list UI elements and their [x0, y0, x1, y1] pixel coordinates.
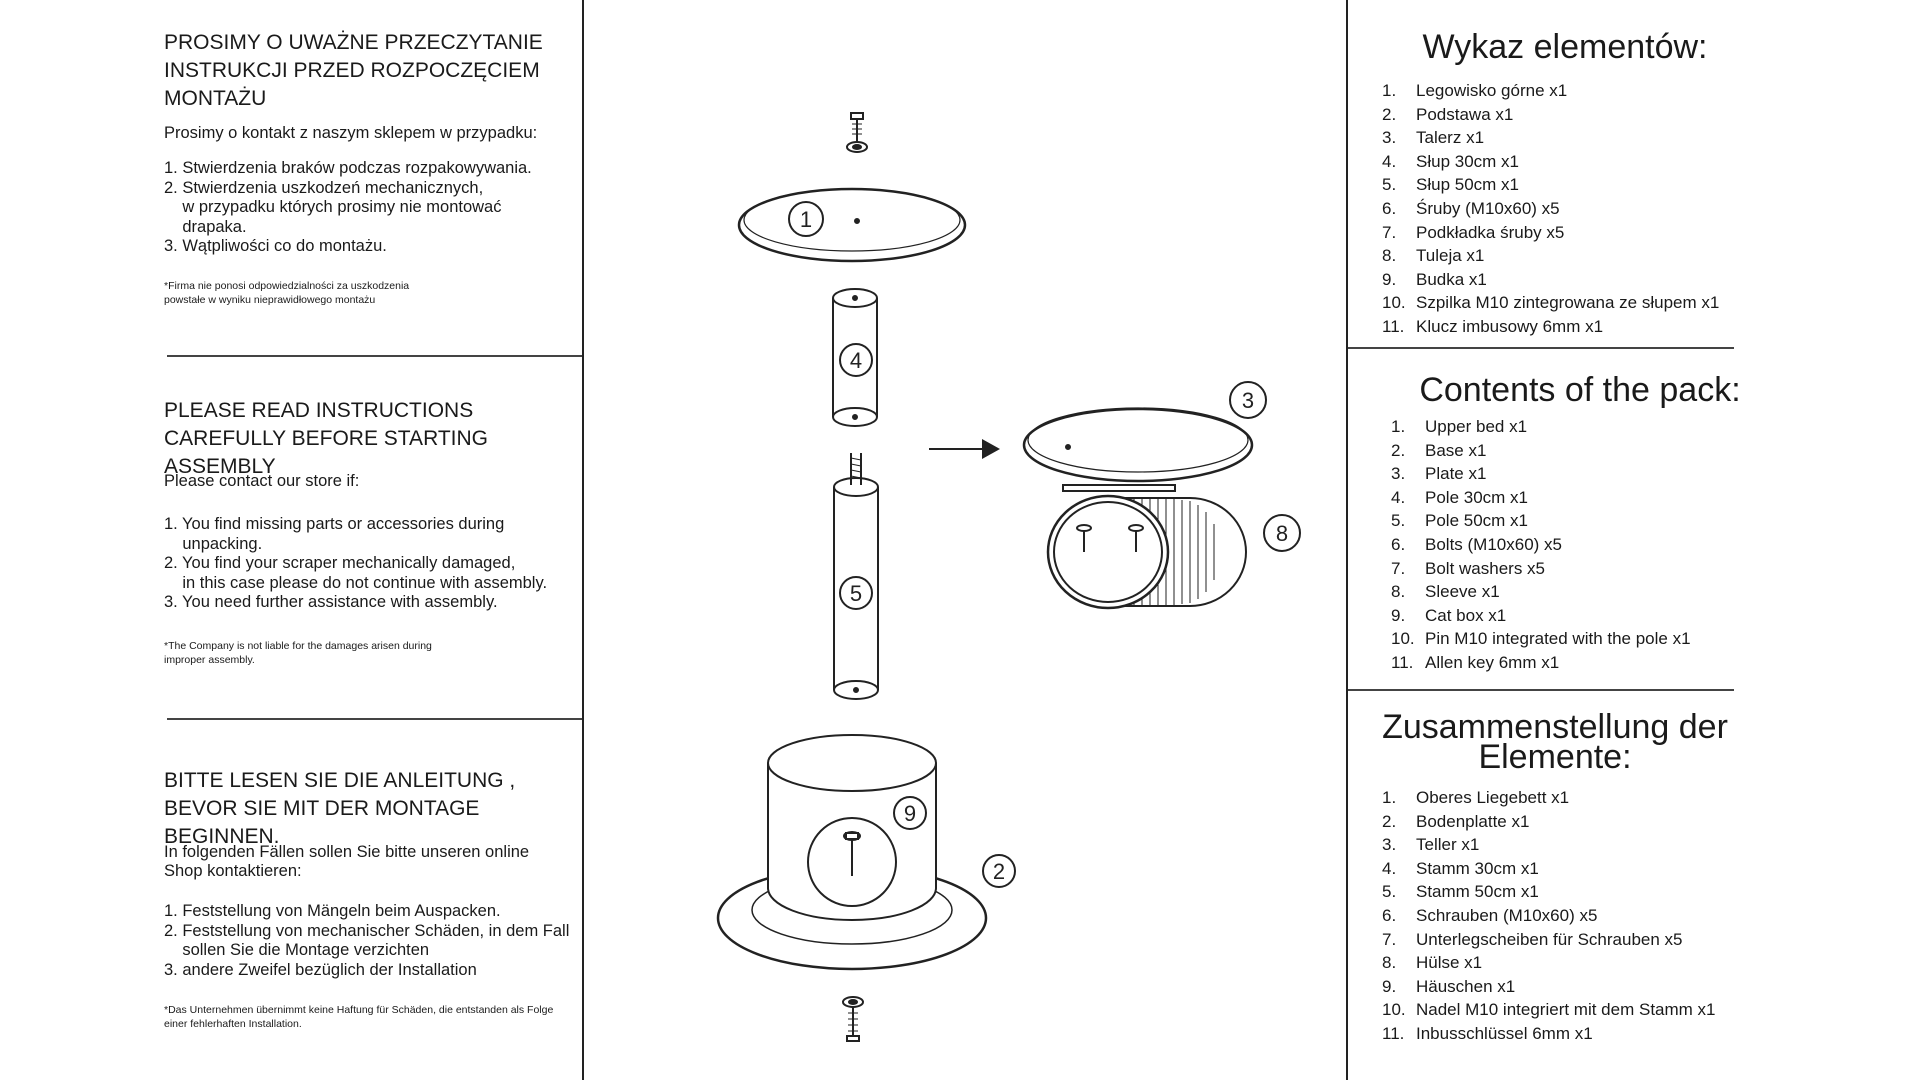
- left-separator-1: [167, 355, 582, 357]
- right-separator-1: [1348, 347, 1734, 349]
- list-item: 11.Inbusschlüssel 6mm x1: [1382, 1023, 1593, 1043]
- label-9: 9: [904, 801, 916, 826]
- top-bolt-icon: [846, 112, 868, 153]
- polish-intro: Prosimy o kontakt z naszym sklepem w prz…: [164, 124, 538, 142]
- list-item: 1. You find missing parts or accessories…: [164, 515, 505, 553]
- list-item: 2. Feststellung von mechanischer Schäden…: [164, 921, 570, 960]
- base-with-cat-box-part: [716, 734, 988, 971]
- upper-bed-part: [737, 187, 967, 263]
- right-divider: [1346, 0, 1348, 1080]
- list-item: 3.Teller x1: [1382, 835, 1480, 855]
- label-circle-8: [1263, 514, 1301, 552]
- list-item: 1.Upper bed x1: [1391, 417, 1528, 436]
- list-item: 3. You need further assistance with asse…: [164, 593, 498, 612]
- list-item: 3. Wątpliwości co do montażu.: [164, 237, 387, 256]
- list-item: 6.Śruby (M10x60) x5: [1382, 198, 1560, 218]
- right-separator-2: [1348, 689, 1734, 691]
- list-item: 11.Allen key 6mm x1: [1391, 652, 1560, 672]
- list-item: 9.Häuschen x1: [1382, 976, 1516, 996]
- polish-note: *Firma nie ponosi odpowiedzialności za u…: [164, 280, 410, 306]
- label-4: 4: [850, 348, 862, 373]
- german-title: BITTE LESEN SIE DIE ANLEITUNG , BEVOR SI…: [164, 769, 516, 848]
- assembly-diagram: 1 4 5 9 2 3 8: [716, 112, 1301, 1042]
- pole-50cm-part: [833, 477, 879, 700]
- pin-icon: [850, 453, 862, 485]
- list-item: 8.Hülse x1: [1382, 953, 1483, 973]
- list-item: 8.Tuleja x1: [1382, 246, 1485, 266]
- parts-items-de: 1.Oberes Liegebett x1 2.Bodenplatte x1 3…: [1382, 786, 1716, 1046]
- label-circle-2: [982, 854, 1016, 888]
- list-item: 4.Pole 30cm x1: [1391, 487, 1528, 507]
- label-5: 5: [850, 581, 862, 606]
- label-1: 1: [800, 207, 812, 232]
- english-list: 1. You find missing parts or accessories…: [164, 515, 604, 613]
- label-circle-3: [1229, 381, 1267, 419]
- list-item: 1.Legowisko górne x1: [1382, 81, 1568, 100]
- left-separator-2: [167, 718, 582, 720]
- list-item: 10.Szpilka M10 zintegrowana ze słupem x1: [1382, 293, 1720, 313]
- english-title: PLEASE READ INSTRUCTIONS CAREFULLY BEFOR…: [164, 399, 489, 478]
- parts-title-de: Zusammenstellung der Elemente:: [1382, 708, 1728, 776]
- label-8: 8: [1276, 521, 1288, 546]
- list-item: 3.Talerz x1: [1382, 128, 1485, 148]
- left-divider: [582, 0, 584, 1080]
- label-2: 2: [993, 859, 1005, 884]
- list-item: 5.Pole 50cm x1: [1391, 511, 1528, 531]
- list-item: 9.Cat box x1: [1391, 605, 1507, 625]
- arrow-right-icon: [929, 439, 1000, 459]
- list-item: 5.Słup 50cm x1: [1382, 175, 1519, 195]
- list-item: 10.Nadel M10 integriert mit dem Stamm x1: [1382, 1000, 1716, 1020]
- list-item: 6.Schrauben (M10x60) x5: [1382, 905, 1598, 925]
- list-item: 9.Budka x1: [1382, 269, 1487, 289]
- list-item: 4.Słup 30cm x1: [1382, 151, 1519, 171]
- list-item: 10.Pin M10 integrated with the pole x1: [1391, 629, 1691, 649]
- label-circle-9: [893, 796, 927, 830]
- label-circle-4: [839, 343, 873, 377]
- list-item: 3. andere Zweifel bezüglich der Installa…: [164, 960, 477, 979]
- sleeve-part: [1046, 484, 1247, 610]
- label-circle-5: [839, 576, 873, 610]
- german-intro: In folgenden Fällen sollen Sie bitte uns…: [164, 843, 530, 880]
- list-item: 5.Stamm 50cm x1: [1382, 882, 1539, 902]
- label-circle-1: [788, 201, 824, 237]
- list-item: 2. You find your scraper mechanically da…: [164, 554, 548, 592]
- list-item: 6.Bolts (M10x60) x5: [1391, 534, 1562, 554]
- parts-items-pl: 1.Legowisko górne x1 2.Podstawa x1 3.Tal…: [1382, 79, 1719, 339]
- list-item: 7.Podkładka śruby x5: [1382, 222, 1565, 242]
- german-note: *Das Unternehmen übernimmt keine Haftung…: [164, 1004, 554, 1030]
- pole-30cm-part: [832, 288, 878, 427]
- list-item: 4.Stamm 30cm x1: [1382, 858, 1539, 878]
- plate-part: [1022, 407, 1254, 483]
- list-item: 8.Sleeve x1: [1391, 582, 1500, 602]
- list-item: 2. Stwierdzenia uszkodzeń mechanicznych,…: [164, 178, 502, 236]
- list-item: 2.Base x1: [1391, 440, 1487, 460]
- parts-title-pl: Wykaz elementów:: [1422, 28, 1708, 66]
- label-3: 3: [1242, 388, 1254, 413]
- list-item: 1.Oberes Liegebett x1: [1382, 788, 1570, 807]
- english-note: *The Company is not liable for the damag…: [164, 640, 432, 666]
- list-item: 1. Stwierdzenia braków podczas rozpakowy…: [164, 159, 532, 177]
- parts-items-en: 1.Upper bed x1 2.Base x1 3.Plate x1 4.Po…: [1391, 415, 1691, 675]
- list-item: 2.Bodenplatte x1: [1382, 811, 1530, 831]
- list-item: 7.Unterlegscheiben für Schrauben x5: [1382, 929, 1683, 949]
- bottom-bolt-icon: [842, 996, 864, 1042]
- english-intro: Please contact our store if:: [164, 472, 360, 490]
- list-item: 1. Feststellung von Mängeln beim Auspack…: [164, 902, 501, 920]
- german-list: 1. Feststellung von Mängeln beim Auspack…: [164, 902, 604, 980]
- list-item: 7.Bolt washers x5: [1391, 558, 1545, 578]
- list-item: 2.Podstawa x1: [1382, 104, 1514, 124]
- list-item: 3.Plate x1: [1391, 464, 1487, 484]
- list-item: 11.Klucz imbusowy 6mm x1: [1382, 316, 1604, 336]
- polish-list: 1. Stwierdzenia braków podczas rozpakowy…: [164, 159, 604, 257]
- polish-title: PROSIMY O UWAŻNE PRZECZYTANIE INSTRUKCJI…: [164, 31, 543, 110]
- parts-title-en: Contents of the pack:: [1419, 371, 1741, 409]
